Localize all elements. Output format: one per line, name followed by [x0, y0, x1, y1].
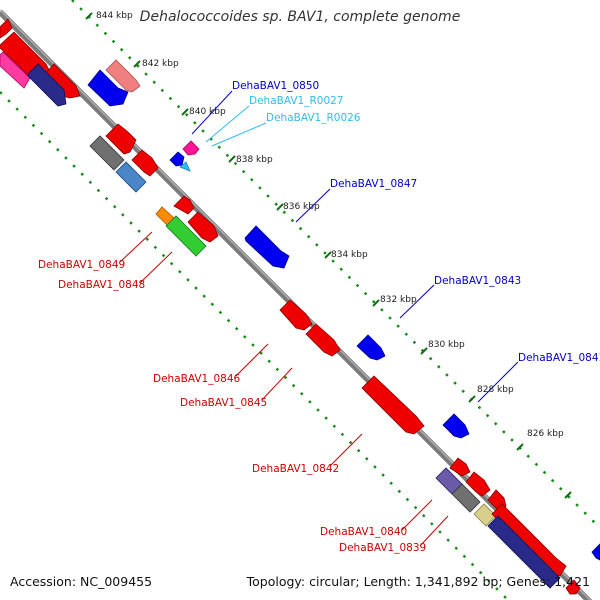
gene-arrow-reverse[interactable] — [105, 59, 141, 93]
accession-text: Accession: NC_009455 — [10, 574, 153, 589]
gene-arrow-forward[interactable] — [169, 151, 185, 167]
tick-mark — [133, 60, 141, 68]
gene-arrow-reverse[interactable] — [449, 457, 471, 477]
gene-arrow-forward[interactable] — [356, 334, 386, 361]
gene-labels: DehaBAV1_0850 DehaBAV1_R0027 DehaBAV1_R0… — [38, 80, 600, 554]
gene-label-r0027[interactable]: DehaBAV1_R0027 — [249, 95, 343, 107]
gene-arrow-reverse[interactable] — [465, 471, 491, 497]
gene-arrow-reverse[interactable] — [279, 299, 313, 331]
tick-mark — [181, 108, 189, 116]
gene-arrow-forward[interactable] — [591, 543, 600, 561]
tick-label: 842 kbp — [142, 59, 179, 69]
gene-arrow-reverse[interactable] — [131, 149, 159, 177]
rna-gene-arrow[interactable] — [182, 140, 200, 156]
gene-label-0841[interactable]: DehaBAV1_0841 — [518, 352, 600, 364]
gene-arrow-reverse[interactable] — [451, 483, 481, 513]
gene-label-0845[interactable]: DehaBAV1_0845 — [180, 397, 267, 409]
tick-label: 834 kbp — [331, 250, 368, 260]
gene-arrow-reverse[interactable] — [305, 323, 341, 357]
gene-label-r0026[interactable]: DehaBAV1_R0026 — [266, 112, 361, 124]
gene-arrow-forward[interactable] — [442, 413, 470, 439]
gene-label-0842[interactable]: DehaBAV1_0842 — [252, 463, 339, 475]
tick-label: 840 kbp — [189, 107, 226, 117]
tick-mark — [85, 12, 93, 20]
gene-label-0849[interactable]: DehaBAV1_0849 — [38, 259, 125, 271]
tick-label: 836 kbp — [283, 202, 320, 212]
gene-arrow-reverse[interactable] — [0, 18, 13, 39]
tick-label: 830 kbp — [428, 340, 465, 350]
leader-line — [329, 433, 363, 467]
gene-arrow-reverse[interactable] — [27, 63, 67, 107]
leader-line — [419, 515, 449, 547]
tick-label: 826 kbp — [527, 429, 564, 439]
rna-gene-arrow[interactable] — [179, 161, 191, 172]
gene-arrow-reverse[interactable] — [115, 161, 147, 193]
inner-dotted-track — [0, 91, 509, 600]
gene-label-0848[interactable]: DehaBAV1_0848 — [58, 279, 145, 291]
genome-summary-text: Topology: circular; Length: 1,341,892 bp… — [246, 574, 590, 589]
leader-line — [211, 122, 267, 147]
gene-arrow-reverse[interactable] — [187, 211, 219, 243]
kbp-labels: 844 kbp 842 kbp 840 kbp 838 kbp 836 kbp … — [96, 11, 564, 439]
leader-line — [399, 284, 435, 319]
tick-mark — [516, 443, 524, 451]
leader-line — [295, 188, 331, 223]
gene-arrow-reverse[interactable] — [89, 135, 125, 171]
forward-genes — [87, 69, 600, 561]
tick-mark — [324, 251, 332, 259]
tick-mark — [564, 491, 572, 499]
tick-label: 832 kbp — [380, 295, 417, 305]
tick-mark — [228, 155, 236, 163]
gene-label-0846[interactable]: DehaBAV1_0846 — [153, 373, 241, 385]
leader-line — [235, 343, 269, 377]
outer-dotted-track — [71, 0, 600, 529]
gene-arrow-reverse[interactable] — [173, 195, 195, 215]
gene-arrow-reverse[interactable] — [105, 123, 137, 155]
leader-lines — [119, 90, 519, 547]
map-title: Dehalococcoides sp. BAV1, complete genom… — [139, 9, 461, 25]
gene-label-0840[interactable]: DehaBAV1_0840 — [320, 526, 407, 538]
gene-arrow-reverse[interactable] — [0, 51, 31, 89]
tick-label: 828 kbp — [477, 385, 514, 395]
leader-line — [205, 105, 250, 143]
tick-mark — [372, 299, 380, 307]
tick-label: 838 kbp — [236, 155, 273, 165]
leader-line — [261, 367, 293, 401]
scale-ticks — [85, 12, 572, 499]
tick-mark — [420, 347, 428, 355]
gene-arrow-reverse[interactable] — [565, 579, 581, 595]
gene-arrow-forward[interactable] — [87, 69, 129, 107]
tick-mark — [276, 203, 284, 211]
gene-label-0847[interactable]: DehaBAV1_0847 — [330, 178, 417, 190]
gene-label-0850[interactable]: DehaBAV1_0850 — [232, 80, 319, 92]
leader-line — [119, 231, 153, 263]
gene-arrow-reverse[interactable] — [361, 375, 425, 435]
tick-mark — [468, 395, 476, 403]
gene-arrow-forward[interactable] — [244, 225, 290, 269]
gene-arrow-reverse[interactable] — [487, 515, 561, 589]
gene-label-0843[interactable]: DehaBAV1_0843 — [434, 275, 521, 287]
leader-line — [139, 251, 173, 284]
reverse-genes — [0, 18, 581, 595]
leader-line — [191, 90, 233, 135]
tick-label: 844 kbp — [96, 11, 133, 21]
leader-line — [477, 361, 519, 403]
gene-arrow-reverse[interactable] — [165, 215, 207, 257]
leader-line — [401, 499, 433, 531]
gene-label-0839[interactable]: DehaBAV1_0839 — [339, 542, 426, 554]
